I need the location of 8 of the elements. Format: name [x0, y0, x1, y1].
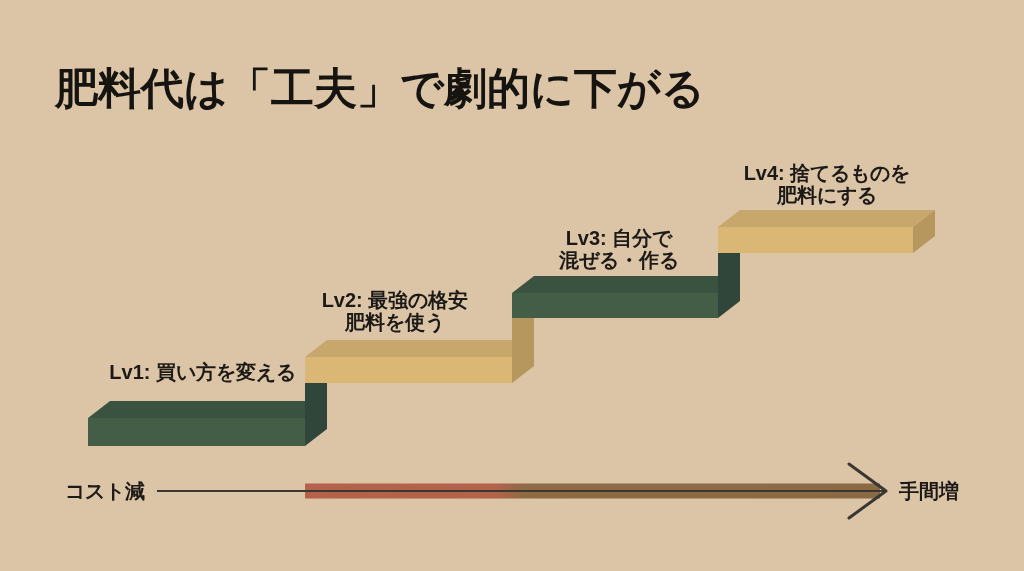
step-label: Lv1: 買い方を変える	[109, 361, 296, 383]
arrow-end-label: 手間増	[886, 478, 959, 504]
step-label: Lv4: 捨てるものを肥料にする	[743, 162, 911, 206]
step-label: Lv2: 最強の格安肥料を使う	[321, 289, 469, 333]
arrow	[156, 462, 888, 520]
arrow-end-label: コスト減	[65, 478, 157, 504]
title: 肥料代は「工夫」で劇的に下がる	[55, 63, 705, 114]
step-label: Lv3: 自分で混ぜる・作る	[559, 227, 679, 271]
